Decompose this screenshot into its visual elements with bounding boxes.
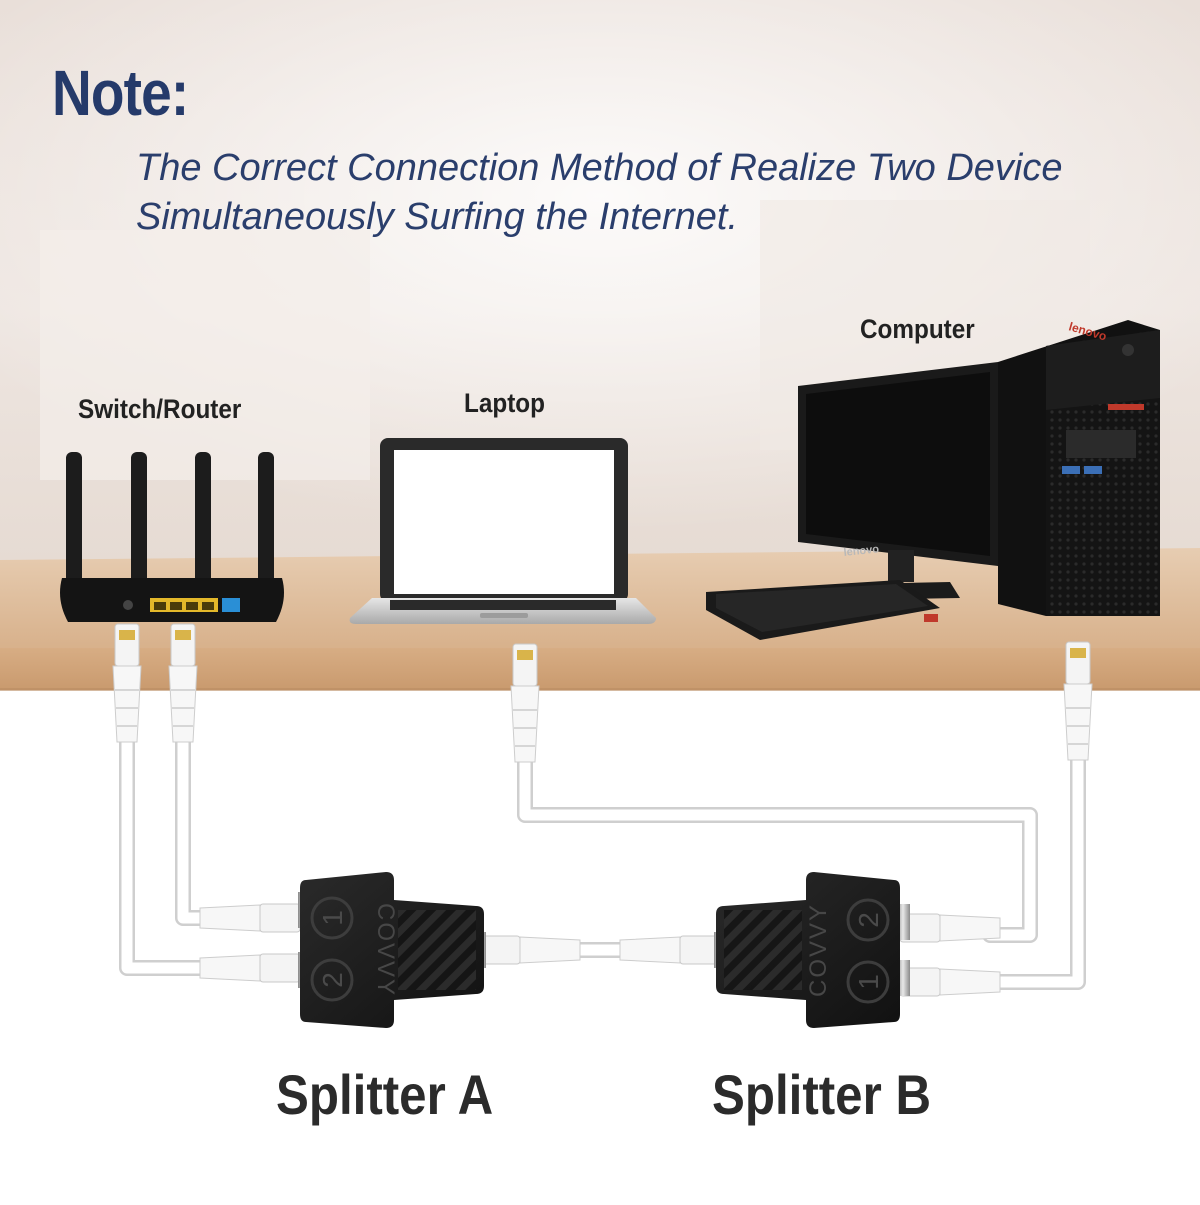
laptop-label: Laptop (464, 388, 545, 418)
monitor-brand: lenovo (843, 543, 880, 559)
note-title: Note: (52, 57, 189, 129)
splitter-b-label: Splitter B (712, 1063, 932, 1126)
splitter-b-illustration (714, 872, 910, 1028)
cable-plugs-side (199, 903, 1001, 997)
computer-illustration (706, 320, 1160, 640)
laptop-illustration (349, 438, 656, 624)
window-blur-left (40, 230, 370, 480)
splitter-a-port1-number: 1 (317, 910, 348, 926)
splitter-a-label: Splitter A (276, 1063, 494, 1126)
note-line-2: Simultaneously Surfing the Internet. (136, 196, 739, 238)
splitter-b-brand: COVVY (805, 903, 832, 997)
splitter-a-port2-number: 2 (317, 972, 348, 988)
router-illustration (60, 452, 284, 622)
splitter-a-illustration (298, 872, 486, 1028)
computer-label: Computer (860, 314, 975, 344)
splitter-a-brand: COVVY (372, 903, 399, 997)
note-line-1: The Correct Connection Method of Realize… (136, 147, 1063, 189)
splitter-b-port2-number: 2 (853, 912, 884, 928)
cable-plugs-top (112, 623, 1093, 763)
splitter-b-port1-number: 1 (853, 974, 884, 990)
router-label: Switch/Router (78, 394, 242, 424)
note-description: The Correct Connection Method of Realize… (136, 144, 1166, 242)
